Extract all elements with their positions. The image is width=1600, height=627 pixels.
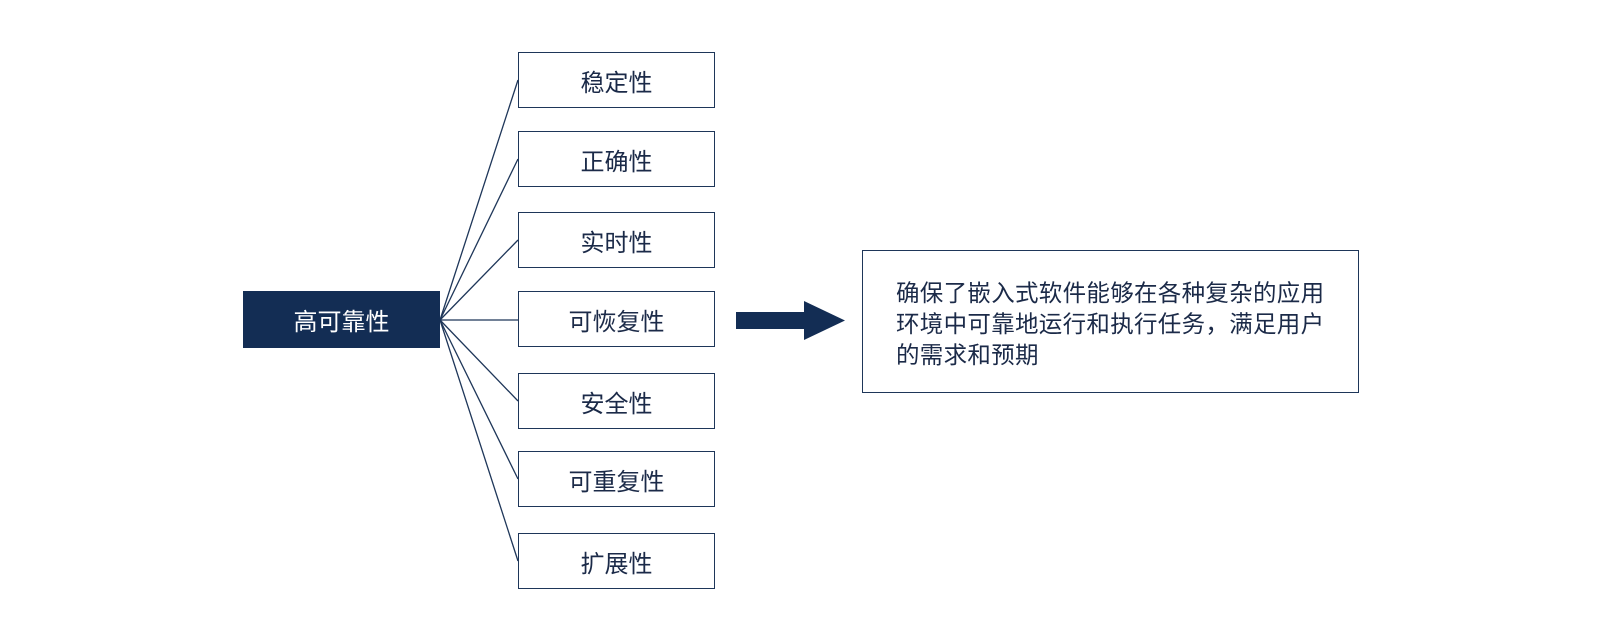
branch-repeatability: 可重复性 (518, 451, 715, 507)
branch-label: 正确性 (580, 147, 653, 176)
root-node-label: 高可靠性 (293, 308, 390, 336)
branch-label: 实时性 (580, 228, 653, 257)
branch-realtime: 实时性 (518, 212, 715, 268)
branch-label: 扩展性 (580, 549, 653, 578)
branch-recoverability: 可恢复性 (518, 291, 715, 347)
branch-label: 安全性 (580, 389, 653, 418)
connector-security (439, 319, 519, 402)
connector-repeatability (439, 319, 519, 480)
branch-label: 稳定性 (580, 68, 653, 97)
connector-correctness (439, 158, 519, 321)
branch-label: 可重复性 (568, 467, 665, 496)
description-text: 确保了嵌入式软件能够在各种复杂的应用环境中可靠地运行和执行任务，满足用户的需求和… (896, 279, 1325, 369)
right-arrow-icon (736, 301, 845, 340)
description-box: 确保了嵌入式软件能够在各种复杂的应用环境中可靠地运行和执行任务，满足用户的需求和… (862, 250, 1359, 393)
connector-stability (439, 79, 519, 321)
branch-scalability: 扩展性 (518, 533, 715, 589)
branch-label: 可恢复性 (568, 307, 665, 336)
connector-scalability (439, 319, 519, 562)
branch-stability: 稳定性 (518, 52, 715, 108)
connector-realtime (439, 239, 519, 321)
root-node-high-reliability: 高可靠性 (243, 291, 440, 348)
branch-correctness: 正确性 (518, 131, 715, 187)
branch-security: 安全性 (518, 373, 715, 429)
